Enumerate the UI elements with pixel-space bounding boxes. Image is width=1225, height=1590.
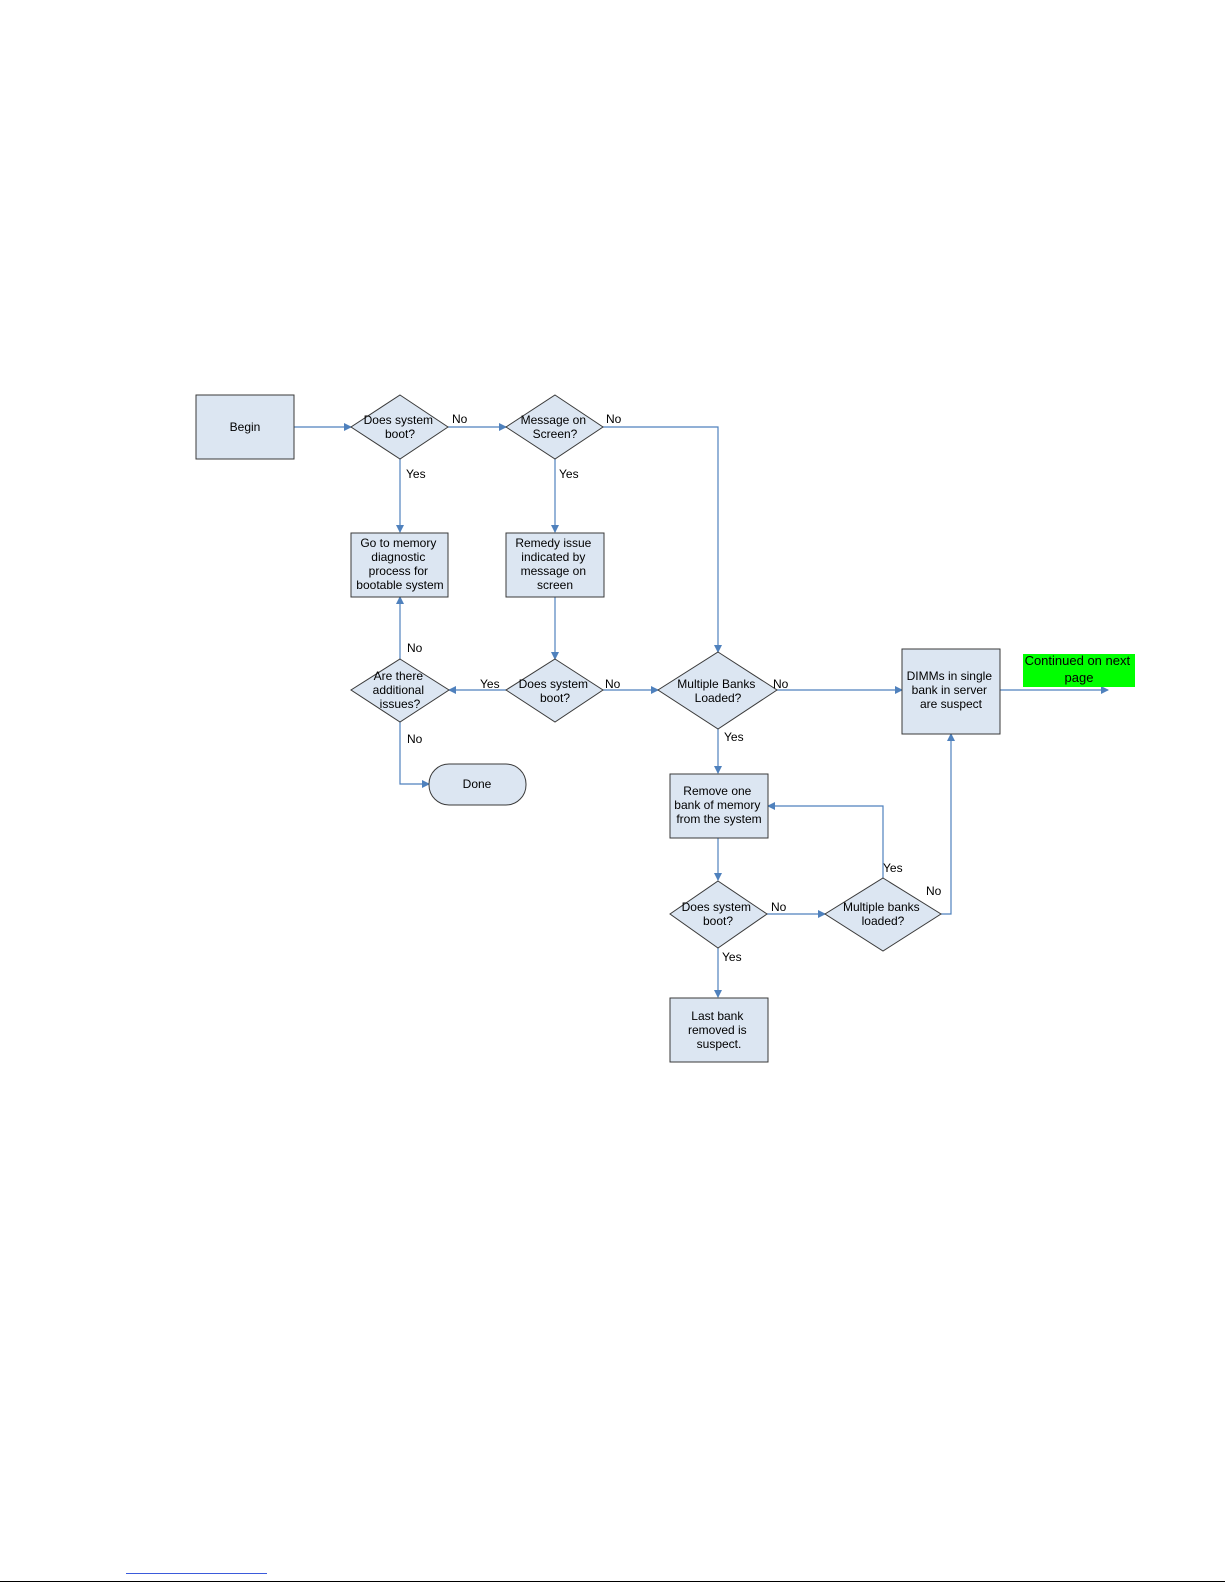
svg-text:Does system boot?: Does system boot? xyxy=(682,900,755,928)
process-line: bank of memory xyxy=(674,798,760,812)
edge-label-yes: Yes xyxy=(559,467,579,481)
decision-message-on-screen: Message on Screen? xyxy=(505,394,604,460)
page-bottom-rule xyxy=(0,1581,1225,1582)
edge-message-no-to-multiple-banks xyxy=(603,426,722,653)
begin-node: Begin xyxy=(195,394,295,460)
process-line: DIMMs in single xyxy=(907,669,993,683)
svg-text:Last bank removed is: Last bank removed is suspect. xyxy=(688,1009,750,1051)
process-line: bank in server xyxy=(912,683,987,697)
decision-line: Loaded? xyxy=(695,691,742,705)
decision-line: Screen? xyxy=(533,427,578,441)
decision-line: additional xyxy=(373,683,424,697)
process-line: removed is xyxy=(688,1023,747,1037)
decision-does-system-boot-after-removal: Does system boot? xyxy=(669,880,768,949)
edge-additional-no-to-done xyxy=(399,722,430,788)
edge-label-no: No xyxy=(407,732,423,746)
process-line: Remove one xyxy=(683,784,751,798)
process-line: Go to memory xyxy=(360,536,436,550)
edge-label-yes: Yes xyxy=(883,861,903,875)
decision-multiple-banks-loaded-2: Multiple banks loaded? xyxy=(824,877,942,952)
continued-line: page xyxy=(1065,670,1094,685)
decision-does-system-boot: Does system boot? xyxy=(350,394,449,460)
svg-text:Remedy issue indicated b: Remedy issue indicated by message on scr… xyxy=(515,536,594,592)
process-line: from the system xyxy=(676,812,761,826)
svg-text:Go to memory diagnostic: Go to memory diagnostic process for boot… xyxy=(356,536,443,592)
decision-additional-issues: Are there additional issues? xyxy=(350,658,450,723)
edge-label-no: No xyxy=(452,412,468,426)
decision-line: Multiple banks xyxy=(843,900,920,914)
process-last-bank-suspect: Last bank removed is suspect. xyxy=(669,997,769,1063)
decision-line: Does system xyxy=(364,413,433,427)
decision-line: loaded? xyxy=(862,914,905,928)
edge-label-yes: Yes xyxy=(406,467,426,481)
process-line: Remedy issue xyxy=(515,536,591,550)
edge-multiple2-no-to-dimms xyxy=(941,733,955,915)
process-remedy-issue: Remedy issue indicated by message on scr… xyxy=(505,532,605,598)
continued-line: Continued on next xyxy=(1025,653,1131,668)
svg-text:Multiple banks loaded?: Multiple banks loaded? xyxy=(843,900,923,928)
edge-label-no: No xyxy=(926,884,942,898)
decision-line: boot? xyxy=(540,691,570,705)
process-line: process for xyxy=(369,564,428,578)
done-label: Done xyxy=(463,777,492,791)
continued-on-next-page-label: Continued on next page xyxy=(1023,653,1135,687)
edge-label-no: No xyxy=(606,412,622,426)
svg-text:Multiple Banks Loaded?: Multiple Banks Loaded? xyxy=(677,677,758,705)
decision-line: Message on xyxy=(521,413,586,427)
decision-line: issues? xyxy=(380,697,421,711)
process-remove-bank: Remove one bank of memory from the syste… xyxy=(669,773,769,839)
edge-label-no: No xyxy=(605,677,621,691)
svg-text:Are there additional: Are there additional issues? xyxy=(373,669,428,711)
svg-text:Message on Screen?: Message on Screen? xyxy=(521,413,590,441)
edge-label-no: No xyxy=(407,641,423,655)
edge-multiple2-yes-to-remove xyxy=(767,802,884,878)
process-line: indicated by xyxy=(521,550,585,564)
footnote-link-underline xyxy=(126,1573,267,1574)
terminator-done: Done xyxy=(428,763,527,806)
begin-label: Begin xyxy=(230,420,261,434)
process-memory-diagnostic: Go to memory diagnostic process for boot… xyxy=(350,532,449,598)
edge-label-yes: Yes xyxy=(724,730,744,744)
process-dimms-suspect: DIMMs in single bank in server are suspe… xyxy=(901,648,1001,735)
edge-label-no: No xyxy=(773,677,789,691)
decision-line: Does system xyxy=(519,677,588,691)
svg-text:Continued on next page: Continued on next page xyxy=(1025,653,1134,685)
process-line: diagnostic xyxy=(371,550,425,564)
decision-multiple-banks-loaded: Multiple Banks Loaded? xyxy=(657,651,778,730)
process-line: Last bank xyxy=(691,1009,744,1023)
svg-text:Remove one bank of memor: Remove one bank of memory from the syste… xyxy=(674,784,763,826)
decision-line: Are there xyxy=(374,669,424,683)
decision-line: boot? xyxy=(703,914,733,928)
process-line: bootable system xyxy=(356,578,443,592)
decision-line: boot? xyxy=(385,427,415,441)
edge-labels: No Yes No Yes No No Yes No No Yes No Yes… xyxy=(406,412,942,964)
edge-label-yes: Yes xyxy=(480,677,500,691)
process-line: are suspect xyxy=(920,697,983,711)
svg-text:Does system boot?: Does system boot? xyxy=(364,413,437,441)
svg-text:Does system boot?: Does system boot? xyxy=(519,677,592,705)
process-line: screen xyxy=(537,578,573,592)
decision-line: Multiple Banks xyxy=(677,677,755,691)
edge-label-no: No xyxy=(771,900,787,914)
decision-line: Does system xyxy=(682,900,751,914)
process-line: message on xyxy=(521,564,586,578)
decision-does-system-boot-after-remedy: Does system boot? xyxy=(505,658,604,723)
process-line: suspect. xyxy=(697,1037,742,1051)
svg-text:DIMMs in single bank in: DIMMs in single bank in server are suspe… xyxy=(907,669,996,711)
edge-label-yes: Yes xyxy=(722,950,742,964)
edges xyxy=(294,423,1109,998)
